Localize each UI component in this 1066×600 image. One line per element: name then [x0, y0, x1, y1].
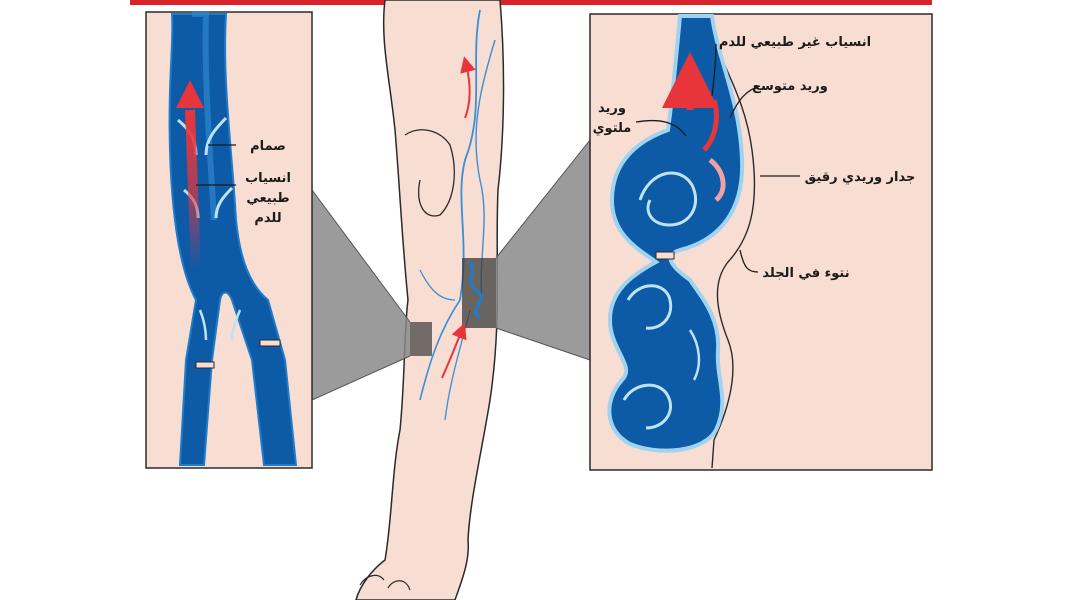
normal-flow-label-2: طبيعي [246, 191, 289, 206]
normal-section [410, 322, 432, 356]
top-accent-bar [130, 0, 932, 5]
valve-label: صمام [250, 139, 286, 154]
normal-flow-arrow [176, 80, 204, 108]
abnormal-flow-label: انسياب غير طبيعي للدم [719, 35, 871, 50]
twisted-vein-label-2: ملتوي [593, 121, 632, 136]
leg-flow-arrow-top [460, 56, 476, 119]
left-panel-normal-vein: صمام انسياب طبيعي للدم [145, 11, 313, 469]
right-panel-varicose-vein: انسياب غير طبيعي للدم وريد متوسع وريد مل… [589, 13, 933, 471]
skin-bulge [707, 15, 756, 469]
leg-outline [355, 0, 505, 600]
thin-wall-label: جدار وريدي رقيق [805, 170, 916, 185]
zoom-connector-left [312, 190, 410, 400]
zoom-connector-right [496, 140, 590, 360]
normal-vein [168, 13, 298, 466]
twisted-vein-label-1: وريد [598, 101, 626, 116]
normal-flow-label-1: انسياب [245, 171, 291, 186]
leg-illustration [355, 0, 505, 600]
leg-flow-arrow-bottom [441, 322, 467, 379]
normal-flow-label-3: للدم [254, 211, 281, 226]
skin-bulge-label: نتوء في الجلد [762, 266, 849, 281]
dilated-vein [607, 14, 745, 453]
dilated-vein-label: وريد متوسع [752, 79, 828, 94]
